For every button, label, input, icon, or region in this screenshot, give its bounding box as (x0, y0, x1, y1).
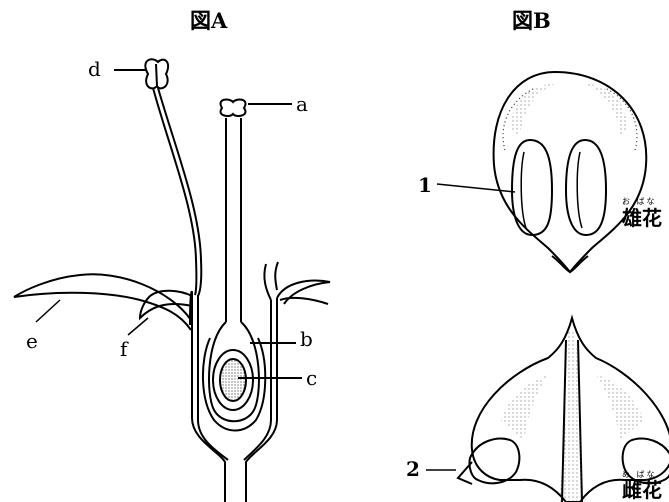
ovule (220, 359, 246, 401)
male-flower-reading: お ばな (622, 198, 657, 206)
label-2: 2 (406, 459, 420, 479)
male-flower-scale (494, 72, 647, 272)
filament-inner (158, 88, 201, 296)
figure-a-title: 図A (190, 10, 227, 31)
male-flower-label: 雄花 (622, 208, 662, 228)
label-f: f (120, 339, 127, 359)
pollen-sac-right (566, 140, 606, 235)
leader-f (128, 318, 148, 335)
flower-tube-left-wall (190, 292, 225, 502)
female-flower-label: 雌花 (622, 480, 662, 500)
label-d: d (88, 59, 101, 79)
label-a: a (296, 94, 308, 114)
stigma (221, 100, 246, 116)
label-c: c (306, 368, 317, 388)
ovule-left (469, 439, 519, 484)
figure-b-title: 図B (512, 10, 551, 31)
petal-e (14, 274, 191, 330)
flower-tube-right-wall (246, 298, 277, 502)
label-1: 1 (418, 175, 432, 195)
figure-a-drawing (14, 59, 330, 502)
petal-f (140, 291, 192, 318)
figure-b-male-drawing (437, 72, 646, 272)
leader-e (36, 300, 60, 322)
label-b: b (300, 329, 313, 349)
label-e: e (26, 331, 38, 351)
petal-right-2 (264, 264, 271, 300)
leader-1 (437, 184, 515, 192)
petal-right-1 (277, 281, 330, 304)
